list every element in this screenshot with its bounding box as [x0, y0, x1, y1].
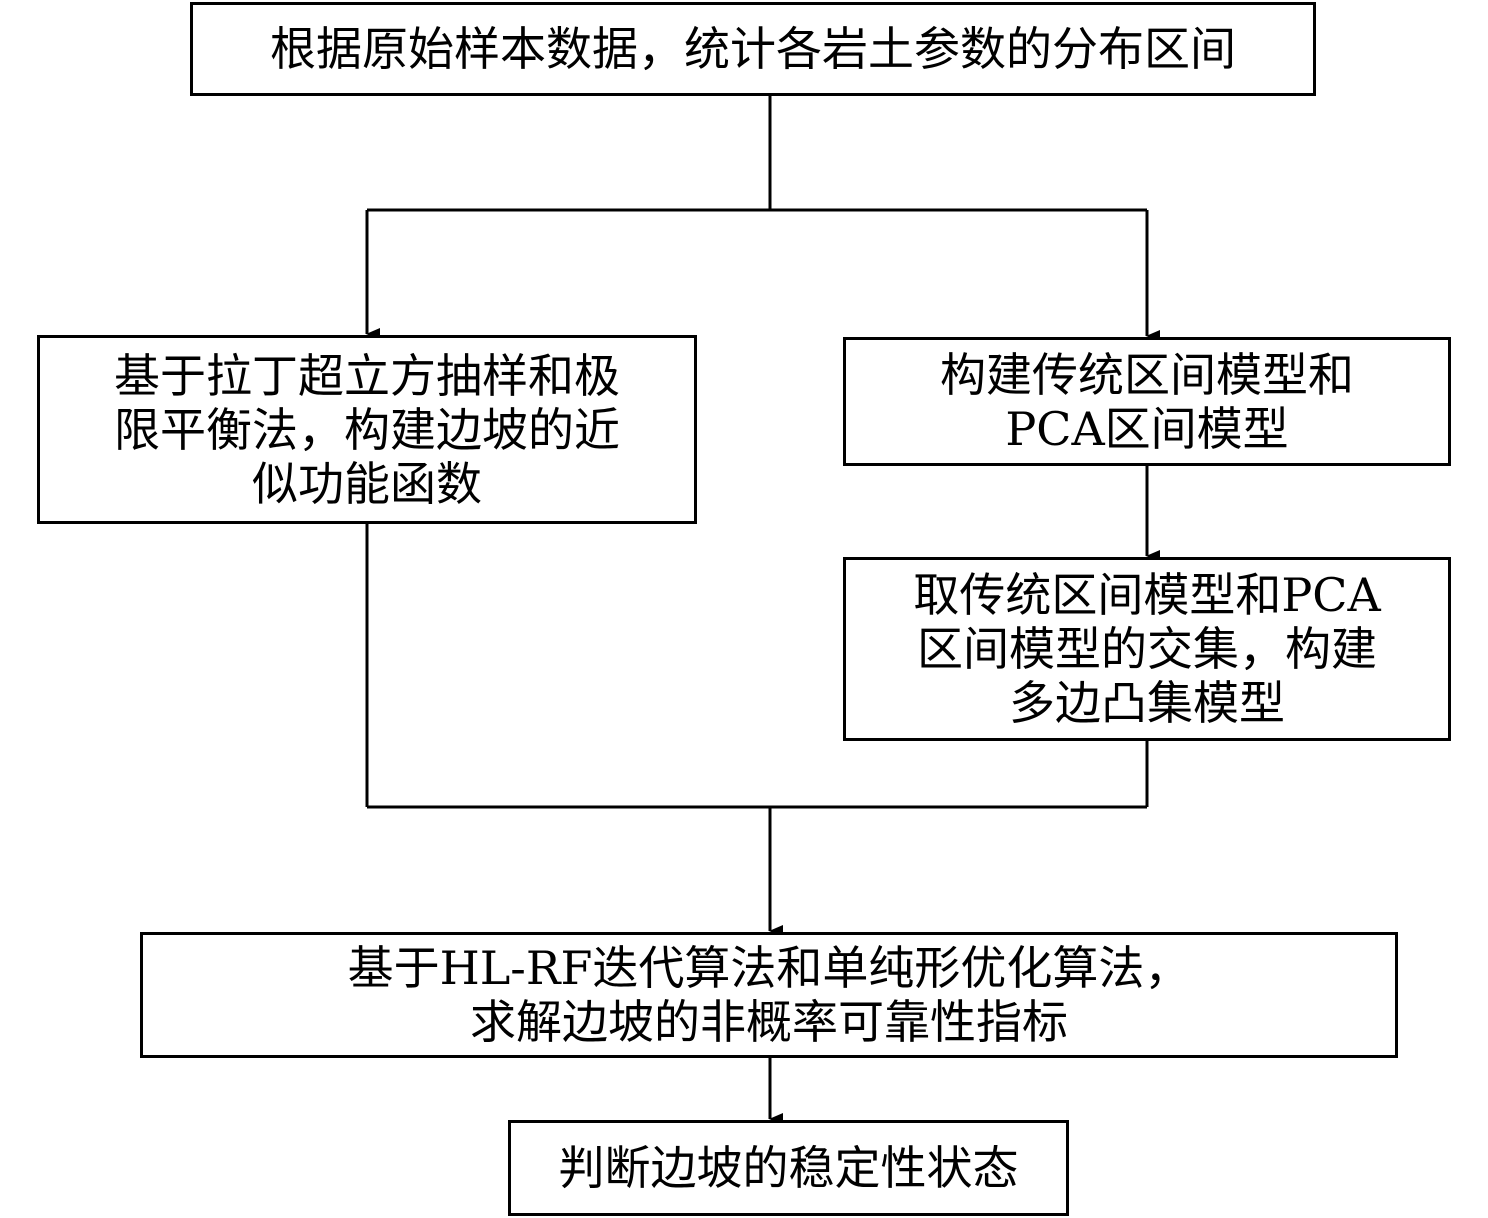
node-start: 根据原始样本数据，统计各岩土参数的分布区间 — [190, 2, 1316, 96]
node-text: 取传统区间模型和PCA — [913, 568, 1381, 622]
node-solve-index: 基于HL-RF迭代算法和单纯形优化算法， 求解边坡的非概率可靠性指标 — [140, 932, 1398, 1058]
node-text: 基于HL-RF迭代算法和单纯形优化算法， — [347, 941, 1191, 995]
node-convex-model: 取传统区间模型和PCA 区间模型的交集，构建 多边凸集模型 — [843, 557, 1451, 741]
node-text: 限平衡法，构建边坡的近 — [114, 402, 620, 457]
node-interval-models: 构建传统区间模型和 PCA区间模型 — [843, 337, 1451, 466]
node-text: 基于拉丁超立方抽样和极 — [114, 348, 620, 403]
node-text: 求解边坡的非概率可靠性指标 — [470, 995, 1068, 1049]
node-approx-function: 基于拉丁超立方抽样和极 限平衡法，构建边坡的近 似功能函数 — [37, 335, 697, 524]
node-text: 区间模型的交集，构建 — [917, 622, 1377, 676]
node-text: 似功能函数 — [252, 456, 482, 511]
node-text: 判断边坡的稳定性状态 — [558, 1141, 1019, 1195]
node-judge: 判断边坡的稳定性状态 — [508, 1120, 1069, 1216]
node-text: 多边凸集模型 — [1009, 676, 1285, 730]
node-text: PCA区间模型 — [1005, 401, 1289, 456]
node-text: 根据原始样本数据，统计各岩土参数的分布区间 — [270, 22, 1236, 76]
node-text: 构建传统区间模型和 — [940, 347, 1354, 402]
